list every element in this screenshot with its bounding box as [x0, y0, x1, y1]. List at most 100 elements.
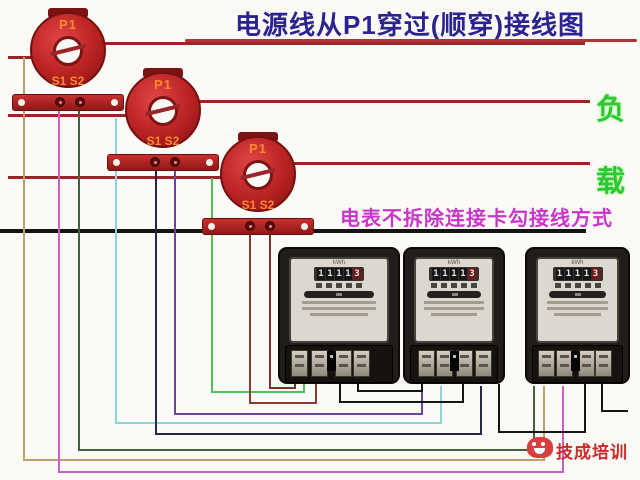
mascot-eye-icon [532, 442, 536, 446]
terminal-screw [538, 350, 555, 377]
terminal-screw [595, 350, 612, 377]
meter-disc-window [549, 291, 606, 298]
wire-jumper-m1-m2-top [357, 384, 359, 392]
wire-tap-c-green [211, 178, 213, 392]
wire-phase-c-red [274, 162, 590, 165]
register-digit: 1 [450, 268, 458, 280]
ct-primary-label: P1 [154, 77, 172, 92]
wire-ct1-s2-darkgreen [78, 98, 80, 451]
mascot-eye-icon [541, 442, 545, 446]
ct-mounting-bar [107, 154, 219, 171]
wire-jumper-m1-m2-mid [462, 384, 464, 403]
wire-jumper-m2-m3 [584, 384, 586, 433]
terminal-screw [456, 350, 473, 377]
wire-ct2-s1-navy [155, 433, 482, 435]
wire-jumper-m1-m2-mid [339, 401, 464, 403]
terminal-screw [556, 350, 573, 377]
wire-ct2-s2-violet [174, 155, 176, 415]
wire-tap-c-green [211, 391, 305, 393]
terminal-screw [475, 350, 492, 377]
terminal-screw [578, 350, 595, 377]
current-transformer: P1 S1 S2 [107, 68, 219, 180]
meter-footer-line [553, 313, 602, 316]
load-label-top: 负 [596, 94, 626, 126]
wire-jumper-m2-m3 [498, 384, 500, 433]
ct-mount-hole-icon [206, 159, 213, 166]
meter-nameplate-row [431, 283, 477, 288]
ct-terminal-s2 [75, 97, 85, 107]
wire-ct3-s1-maroon [315, 384, 317, 404]
wire-ct3-s2-maroon [294, 384, 296, 389]
wire-ct1-s2-darkgreen [78, 449, 535, 451]
wire-ct3-s1-maroon [249, 220, 251, 404]
ct-terminal-s1 [55, 97, 65, 107]
wire-jumper-m2-m3 [498, 431, 586, 433]
ct-primary-label: P1 [59, 17, 77, 32]
terminal-screw [418, 350, 435, 377]
register-digit: 3 [468, 268, 476, 280]
meter-nameplate-row [554, 283, 601, 288]
meter-unit-label: kWh [333, 260, 345, 266]
register-digit: 1 [344, 268, 352, 280]
wire-phase-a-red [83, 42, 585, 45]
terminal-screw [353, 350, 370, 377]
terminal-center-tab [450, 351, 459, 371]
wire-phase-c-red [8, 176, 246, 179]
register-digit: 1 [326, 268, 334, 280]
ct-terminal-s1 [150, 157, 160, 167]
terminal-center-tab [327, 351, 336, 371]
meter-unit-label: kWh [448, 260, 460, 266]
meter-terminal-block [410, 345, 498, 383]
meter-terminal-block [285, 345, 393, 383]
register-digit: 3 [591, 268, 600, 280]
terminal-screw [436, 350, 453, 377]
meter-rating-line [424, 307, 484, 310]
wire-phase-b-red [179, 100, 590, 103]
ct-mount-hole-icon [113, 159, 120, 166]
ct-secondary-labels: S1 S2 [51, 74, 85, 88]
wire-tap-b-cyan [115, 118, 117, 424]
meter-rating-line [546, 301, 609, 304]
ct-primary-label: P1 [249, 141, 267, 156]
wire-meter3-stub [601, 410, 628, 412]
ct-terminal-s1 [245, 221, 255, 231]
wire-tap-a-tan [23, 57, 25, 461]
register-digit: 1 [459, 268, 467, 280]
terminal-center-tab [571, 351, 580, 371]
wire-meter3-stub [601, 384, 603, 412]
meter-unit-label: kWh [571, 260, 584, 266]
register-digit: 1 [555, 268, 564, 280]
meter-nameplate-row [316, 283, 362, 288]
wire-tap-a-tan [23, 459, 545, 461]
meter-terminal-block [532, 345, 623, 383]
wire-ct2-s1-navy [155, 155, 157, 435]
wire-tap-b-cyan [440, 386, 442, 424]
meter-rating-line [546, 307, 609, 310]
load-label-bottom: 载 [596, 166, 626, 198]
mascot-mouth-icon [534, 448, 545, 454]
register-digit: 3 [353, 268, 361, 280]
brand-mascot-icon [527, 437, 553, 458]
ct-mounting-bar [202, 218, 314, 235]
ct-mount-hole-icon [208, 223, 215, 230]
current-transformer: P1 S1 S2 [202, 132, 314, 244]
wire-jumper-m1-m2-mid [339, 384, 341, 403]
ct-terminal-s2 [170, 157, 180, 167]
brand-name: 技成培训 [556, 443, 628, 462]
meter-disc-window [304, 291, 374, 298]
wire-jumper-m1-m2-top [357, 390, 423, 392]
register-digit: 1 [582, 268, 591, 280]
wire-ct3-s2-maroon [269, 220, 271, 389]
wire-ct1-s2-darkgreen [533, 386, 535, 451]
wire-phase-b-red [8, 114, 152, 117]
ct-terminal-s2 [265, 221, 275, 231]
wire-ct1-s1-magenta [58, 471, 564, 473]
wire-ct3-s2-maroon [269, 387, 296, 389]
